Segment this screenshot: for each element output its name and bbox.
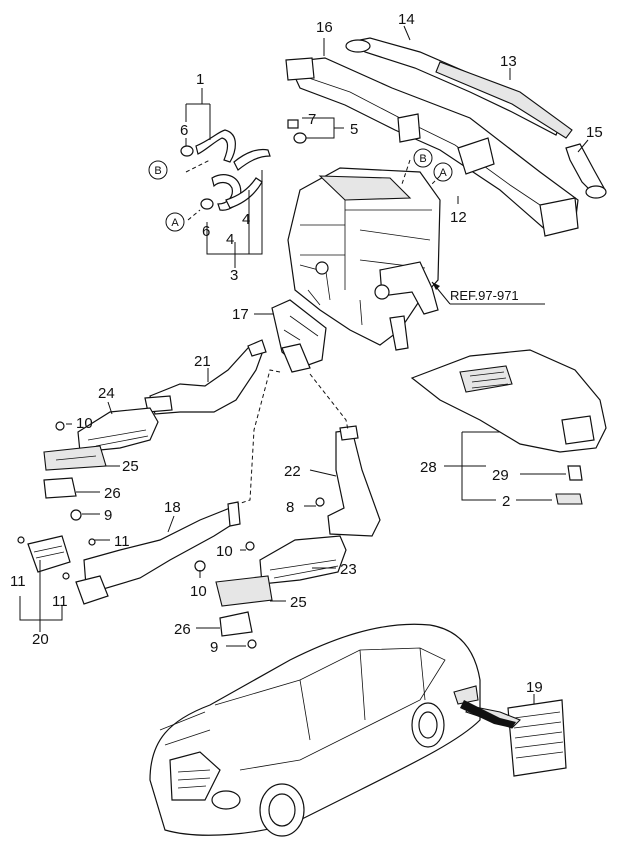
callout-b-right-text: B bbox=[419, 153, 426, 165]
callout-b-right: B bbox=[413, 148, 433, 168]
label-28: 28 bbox=[420, 459, 437, 476]
label-4-mid: 4 bbox=[226, 231, 234, 248]
car-illustration bbox=[149, 623, 481, 837]
duct-23-25-26 bbox=[194, 497, 347, 649]
label-9-mid: 9 bbox=[210, 639, 218, 656]
label-11-right: 11 bbox=[114, 533, 130, 550]
label-11-mid: 11 bbox=[52, 593, 68, 610]
label-21: 21 bbox=[194, 353, 211, 370]
label-29: 29 bbox=[492, 467, 509, 484]
reference-label: REF.97-971 bbox=[450, 288, 519, 303]
label-4-right: 4 bbox=[242, 211, 250, 228]
label-7: 7 bbox=[308, 111, 316, 128]
defroster-duct-assembly bbox=[285, 37, 607, 237]
label-1: 1 bbox=[196, 71, 204, 88]
label-12: 12 bbox=[450, 209, 467, 226]
label-10-left: 10 bbox=[76, 415, 93, 432]
label-16: 16 bbox=[316, 19, 333, 36]
label-26-left: 26 bbox=[104, 485, 121, 502]
label-6-bottom: 6 bbox=[202, 223, 210, 240]
label-10-low: 10 bbox=[190, 583, 207, 600]
callout-a-left: A bbox=[165, 212, 185, 232]
cover-28 bbox=[410, 349, 607, 505]
label-15: 15 bbox=[586, 124, 603, 141]
label-6-top: 6 bbox=[180, 122, 188, 139]
duct-18-20 bbox=[17, 501, 241, 605]
label-2: 2 bbox=[502, 493, 510, 510]
label-25-left: 25 bbox=[122, 458, 139, 475]
label-22: 22 bbox=[284, 463, 301, 480]
duct-22 bbox=[327, 425, 381, 537]
label-25-mid: 25 bbox=[290, 594, 307, 611]
label-5: 5 bbox=[350, 121, 358, 138]
label-23: 23 bbox=[340, 561, 357, 578]
label-26-mid: 26 bbox=[174, 621, 191, 638]
heater-unit bbox=[287, 167, 441, 351]
label-8: 8 bbox=[286, 499, 294, 516]
label-11-left: 11 bbox=[10, 573, 26, 590]
label-17: 17 bbox=[232, 306, 249, 323]
part-labels: 1 6 7 5 4 4 6 3 16 14 13 15 12 REF.97-97… bbox=[10, 11, 603, 696]
callout-a-right-text: A bbox=[439, 167, 447, 179]
callout-b-left-text: B bbox=[154, 165, 161, 177]
leader-lines bbox=[19, 25, 589, 728]
label-20: 20 bbox=[32, 631, 49, 648]
label-3: 3 bbox=[230, 267, 238, 284]
label-13: 13 bbox=[500, 53, 517, 70]
label-10-mid: 10 bbox=[216, 543, 233, 560]
label-9-left: 9 bbox=[104, 507, 112, 524]
label-14: 14 bbox=[398, 11, 415, 28]
label-18: 18 bbox=[164, 499, 181, 516]
callout-a-left-text: A bbox=[171, 217, 179, 229]
center-ducts bbox=[271, 299, 327, 373]
callout-a-right: A bbox=[433, 162, 453, 182]
duct-21 bbox=[144, 339, 267, 415]
label-24: 24 bbox=[98, 385, 115, 402]
label-19: 19 bbox=[526, 679, 543, 696]
duct-24 bbox=[43, 407, 159, 521]
heater-hoses bbox=[180, 119, 307, 211]
callout-b-left: B bbox=[148, 160, 168, 180]
